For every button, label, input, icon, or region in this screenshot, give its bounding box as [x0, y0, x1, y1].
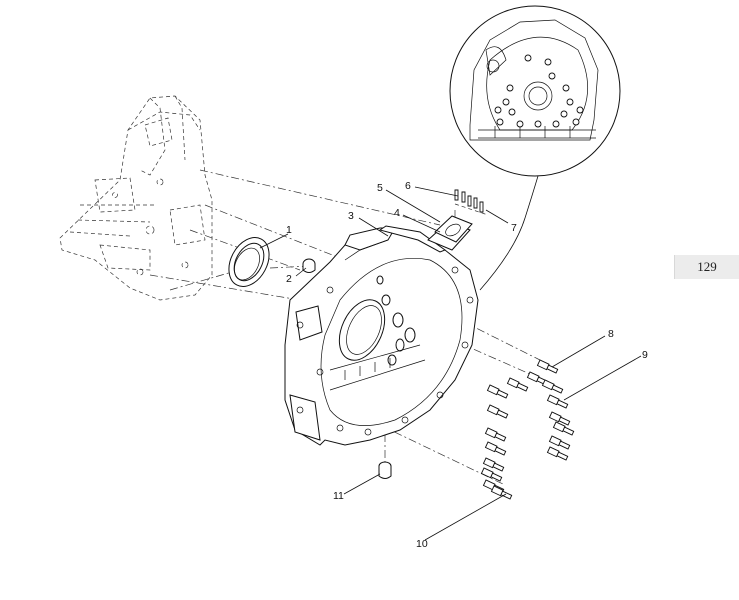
callout-11: 11	[333, 490, 344, 502]
sleeve	[378, 461, 392, 479]
seal-ring	[228, 237, 270, 287]
page-number-badge: 129	[674, 255, 739, 279]
plug	[302, 258, 316, 273]
callout-6: 6	[405, 180, 411, 192]
callout-1: 1	[286, 224, 292, 236]
bolt-group-right	[506, 359, 575, 461]
callout-4: 4	[394, 207, 400, 219]
bolt-group-left	[480, 384, 513, 500]
callout-8: 8	[608, 328, 614, 340]
leader-lines	[259, 186, 642, 541]
callout-10: 10	[416, 538, 428, 550]
inset-detail	[449, 5, 621, 291]
flywheel-housing	[284, 225, 479, 446]
callout-5: 5	[377, 182, 383, 194]
callout-labels: 1 2 3 4 5 6 7 8 9 10 11	[286, 180, 648, 550]
callout-9: 9	[642, 349, 648, 361]
cover-plate	[427, 215, 473, 251]
small-screws	[454, 189, 489, 216]
callout-7: 7	[511, 222, 517, 234]
engine-block-outline	[59, 95, 213, 301]
callout-2: 2	[286, 273, 292, 285]
callout-3: 3	[348, 210, 354, 222]
